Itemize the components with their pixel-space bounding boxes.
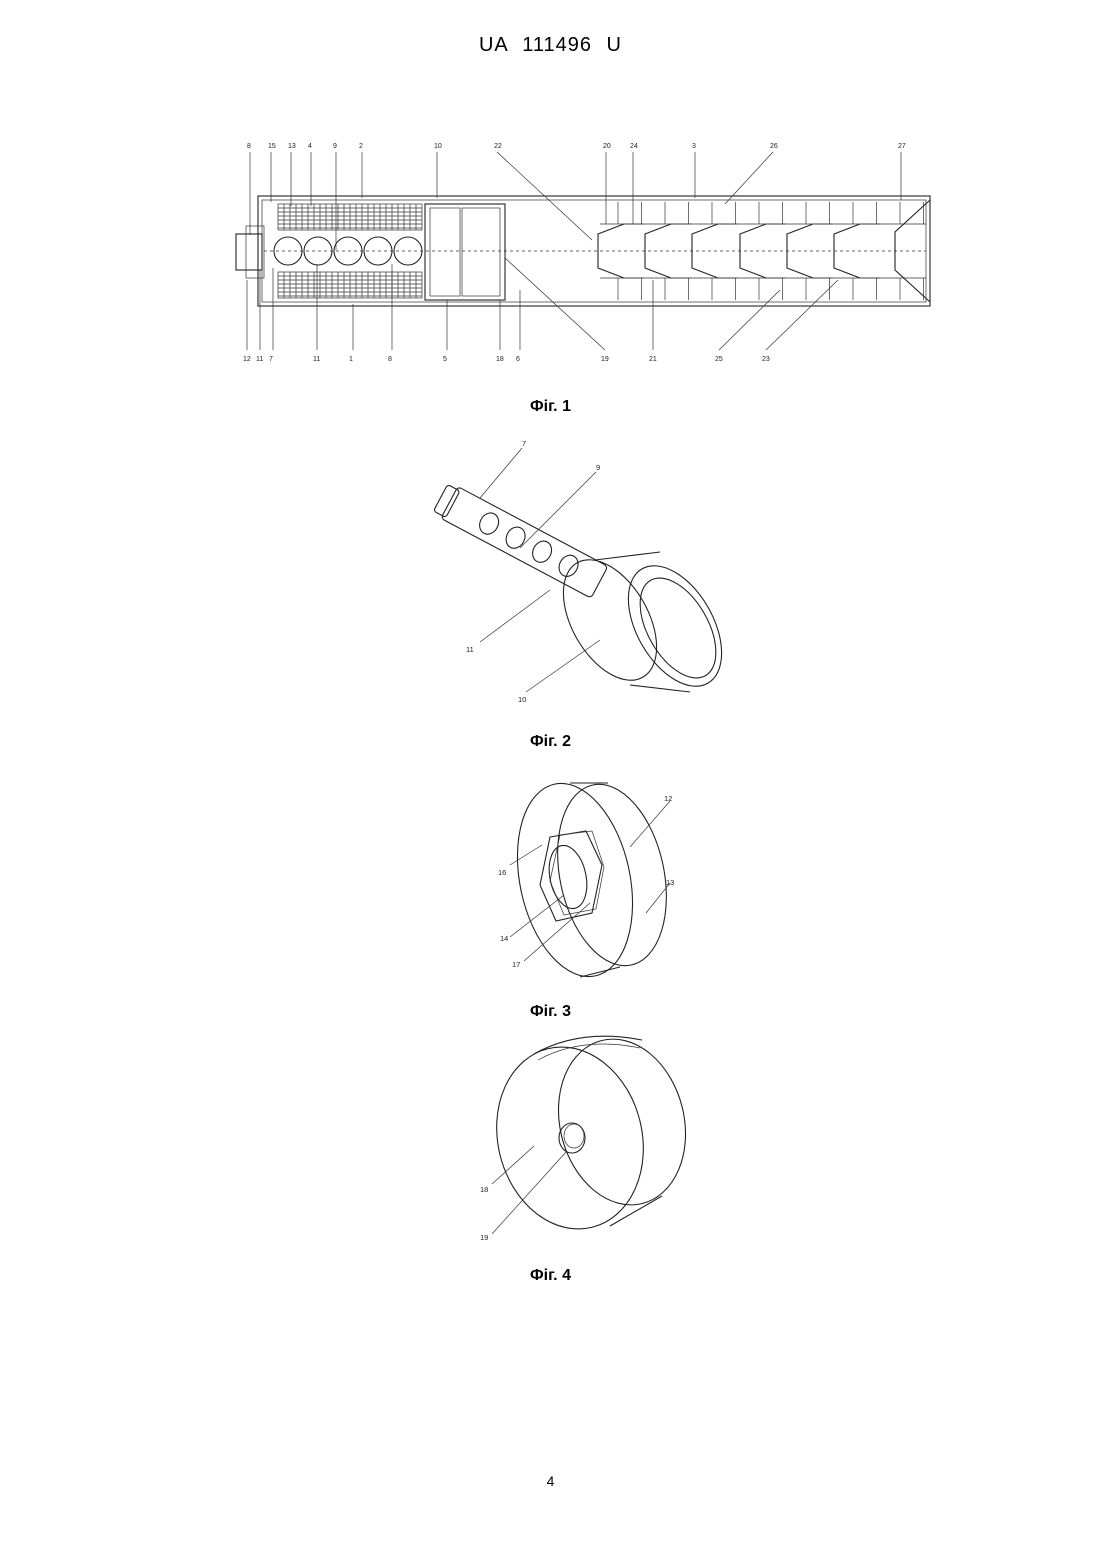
fig2-label: 11 xyxy=(466,645,474,654)
fig1-label-top: 26 xyxy=(770,143,778,150)
fig4-label: 19 xyxy=(480,1233,488,1242)
fig3-label: 12 xyxy=(664,794,672,803)
fig1-label-top: 13 xyxy=(288,143,296,150)
fig1-label-top: 15 xyxy=(268,143,276,150)
fig1-label-bottom: 1 xyxy=(349,356,353,363)
fig1-label-top: 24 xyxy=(630,143,638,150)
fig1-label-bottom: 6 xyxy=(516,356,520,363)
figure-3-caption: Фіг. 3 xyxy=(0,1003,1101,1021)
figure-1-drawing: 815134921022202432627 121171118518619212… xyxy=(0,140,1101,380)
fig1-label-bottom: 23 xyxy=(762,356,770,363)
figure-2-drawing: 7 9 11 10 xyxy=(400,430,800,710)
fig3-label: 17 xyxy=(512,960,520,969)
figure-3-drawing: 12 16 13 14 17 xyxy=(480,775,740,985)
figure-2-caption: Фіг. 2 xyxy=(0,733,1101,751)
fig1-label-top: 10 xyxy=(434,143,442,150)
fig1-label-top: 4 xyxy=(308,143,312,150)
fig2-label: 7 xyxy=(522,439,526,448)
fig3-label: 13 xyxy=(666,878,674,887)
fig3-label: 16 xyxy=(498,868,506,877)
figure-1-caption: Фіг. 1 xyxy=(0,398,1101,416)
fig1-label-bottom: 7 xyxy=(269,356,273,363)
document-header: UA 111496 U xyxy=(0,34,1101,57)
fig1-label-top: 22 xyxy=(494,143,502,150)
fig1-label-bottom: 8 xyxy=(388,356,392,363)
fig1-label-bottom: 11 xyxy=(313,356,320,363)
fig1-label-top: 20 xyxy=(603,143,611,150)
figure-4-drawing: 18 19 xyxy=(470,1030,730,1250)
fig1-label-top: 9 xyxy=(333,143,337,150)
fig1-label-bottom: 25 xyxy=(715,356,723,363)
fig1-label-bottom: 21 xyxy=(649,356,657,363)
fig1-label-bottom: 18 xyxy=(496,356,504,363)
page-number: 4 xyxy=(0,1473,1101,1489)
fig3-label: 14 xyxy=(500,934,508,943)
fig2-label: 10 xyxy=(518,695,526,704)
fig1-label-bottom: 19 xyxy=(601,356,609,363)
fig1-label-top: 27 xyxy=(898,143,906,150)
fig1-label-top: 8 xyxy=(247,143,251,150)
fig4-label: 18 xyxy=(480,1185,488,1194)
fig1-label-bottom: 5 xyxy=(443,356,447,363)
fig2-label: 9 xyxy=(596,463,600,472)
fig1-label-bottom: 12 xyxy=(243,356,251,363)
fig1-label-top: 3 xyxy=(692,143,696,150)
figure-4-caption: Фіг. 4 xyxy=(0,1267,1101,1285)
fig1-label-top: 2 xyxy=(359,143,363,150)
fig1-label-bottom: 11 xyxy=(256,356,263,363)
